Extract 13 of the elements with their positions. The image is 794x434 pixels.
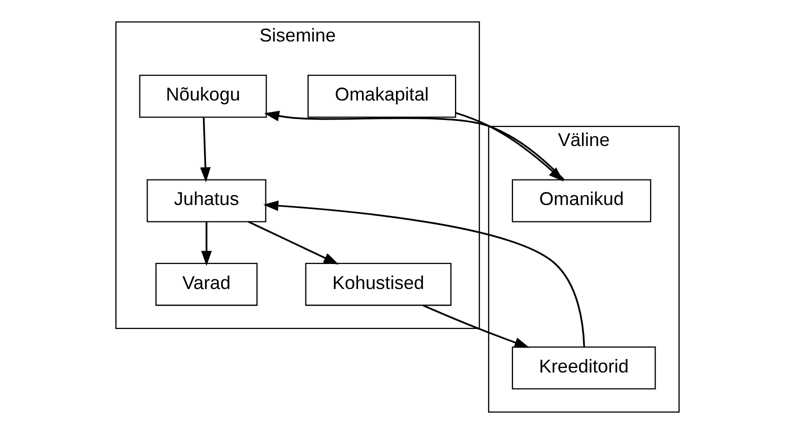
arrow	[264, 110, 564, 180]
node-box: Kohustised	[304, 262, 451, 306]
node-box: Omakapital	[307, 74, 456, 118]
node-box: Omanikud	[511, 179, 651, 222]
arrow	[200, 222, 212, 266]
node-box: Varad	[154, 262, 258, 306]
node-box: Juhatus	[146, 179, 266, 222]
arrow	[422, 304, 530, 348]
node-box: Kreeditorid	[511, 346, 656, 390]
arrow	[248, 221, 338, 264]
node-box: Nõukogu	[138, 74, 266, 118]
arrow	[200, 118, 210, 182]
arrow	[262, 200, 585, 347]
